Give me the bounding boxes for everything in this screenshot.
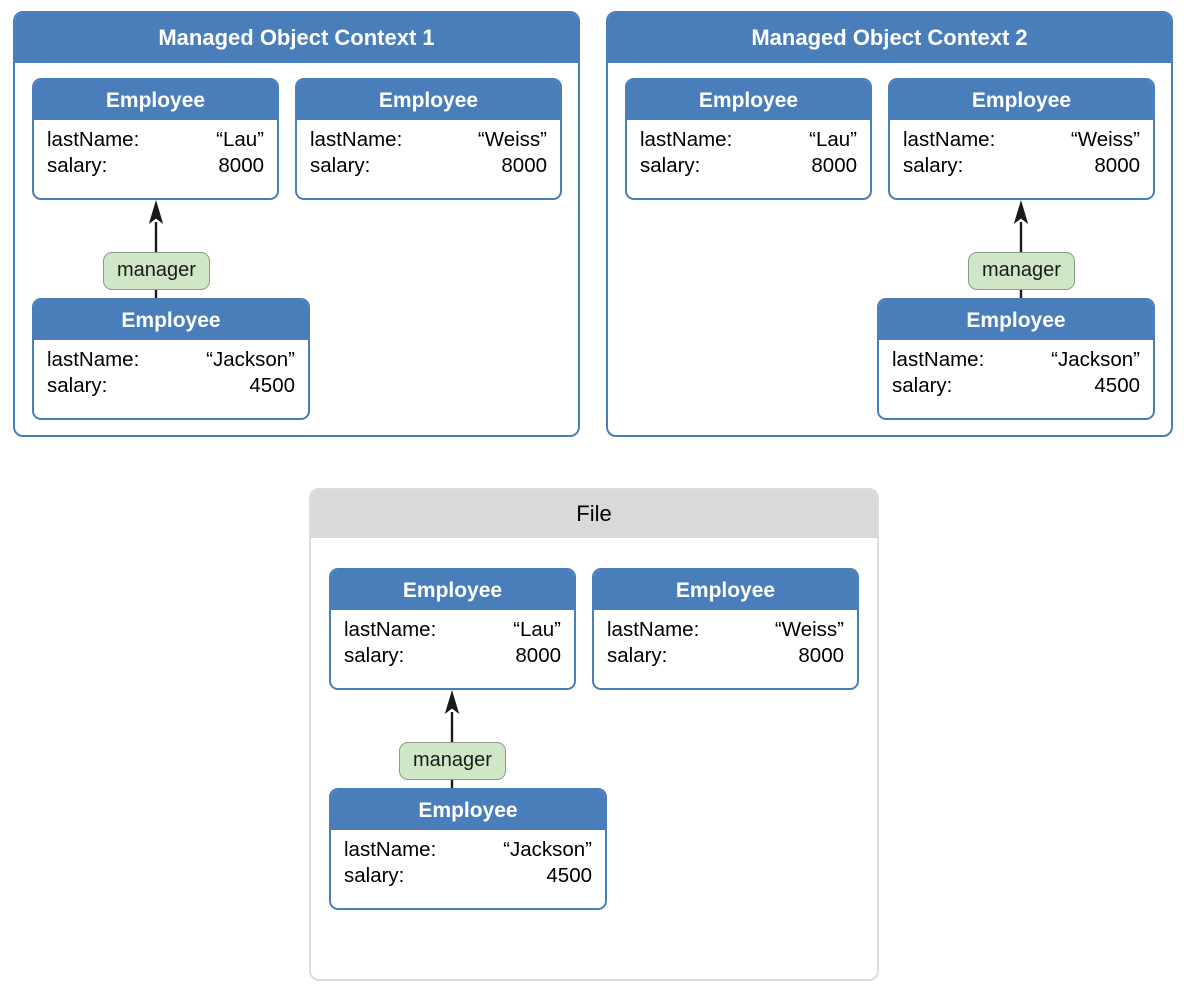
panel-managed-object-context-2: Managed Object Context 2 Employee lastNa… [606,11,1173,437]
entity-card-body: lastName: “Jackson” salary: 4500 [331,830,605,899]
attribute-row-lastname: lastName: “Jackson” [892,347,1140,373]
panel-title-context-1: Managed Object Context 1 [15,13,578,63]
attribute-key: lastName: [607,618,700,641]
attribute-key: lastName: [640,128,733,151]
attribute-row-lastname: lastName: “Weiss” [310,127,547,153]
entity-card-title: Employee [34,300,308,340]
entity-card-body: lastName: “Jackson” salary: 4500 [34,340,308,409]
entity-card-employee-weiss[interactable]: Employee lastName: “Weiss” salary: 8000 [295,78,562,200]
entity-card-body: lastName: “Lau” salary: 8000 [34,120,277,189]
attribute-key: lastName: [344,838,437,861]
attribute-key: lastName: [344,618,437,641]
attribute-row-salary: salary: 8000 [607,643,844,669]
attribute-value: “Weiss” [477,128,547,151]
entity-card-title: Employee [879,300,1153,340]
attribute-row-salary: salary: 8000 [640,153,857,179]
panel-body-context-2: Employee lastName: “Lau” salary: 8000 Em… [608,63,1171,435]
entity-card-employee-weiss[interactable]: Employee lastName: “Weiss” salary: 8000 [888,78,1155,200]
panel-body-context-1: Employee lastName: “Lau” salary: 8000 Em… [15,63,578,435]
attribute-value: 4500 [249,374,295,398]
attribute-value: 8000 [501,154,547,178]
entity-card-body: lastName: “Weiss” salary: 8000 [594,610,857,679]
attribute-row-lastname: lastName: “Jackson” [344,837,592,863]
attribute-key: lastName: [892,348,985,371]
panel-body-file: Employee lastName: “Lau” salary: 8000 Em… [311,538,877,979]
entity-card-employee-jackson[interactable]: Employee lastName: “Jackson” salary: 450… [877,298,1155,420]
entity-card-title: Employee [331,790,605,830]
attribute-value: “Lau” [513,618,561,641]
panel-title-file: File [311,490,877,538]
panel-managed-object-context-1: Managed Object Context 1 Employee lastNa… [13,11,580,437]
entity-card-body: lastName: “Jackson” salary: 4500 [879,340,1153,409]
entity-card-body: lastName: “Weiss” salary: 8000 [297,120,560,189]
attribute-value: 8000 [811,154,857,178]
attribute-key: lastName: [47,348,140,371]
entity-card-title: Employee [627,80,870,120]
entity-card-employee-weiss[interactable]: Employee lastName: “Weiss” salary: 8000 [592,568,859,690]
entity-card-body: lastName: “Weiss” salary: 8000 [890,120,1153,189]
attribute-value: “Lau” [809,128,857,151]
relationship-label-manager[interactable]: manager [968,252,1075,290]
entity-card-title: Employee [34,80,277,120]
entity-card-employee-jackson[interactable]: Employee lastName: “Jackson” salary: 450… [329,788,607,910]
attribute-value: “Jackson” [206,348,295,371]
attribute-value: “Jackson” [1051,348,1140,371]
panel-file: File Employee lastName: “Lau” salary: 80… [309,488,879,981]
entity-card-title: Employee [594,570,857,610]
attribute-row-salary: salary: 4500 [344,863,592,889]
attribute-row-salary: salary: 8000 [344,643,561,669]
attribute-row-salary: salary: 8000 [47,153,264,179]
entity-card-employee-lau[interactable]: Employee lastName: “Lau” salary: 8000 [625,78,872,200]
attribute-key: salary: [344,864,405,888]
attribute-value: 4500 [546,864,592,888]
attribute-value: “Weiss” [774,618,844,641]
attribute-key: salary: [344,644,405,668]
attribute-row-lastname: lastName: “Weiss” [607,617,844,643]
attribute-row-salary: salary: 4500 [47,373,295,399]
entity-card-title: Employee [331,570,574,610]
attribute-key: salary: [47,154,108,178]
attribute-row-lastname: lastName: “Weiss” [903,127,1140,153]
relationship-label-manager[interactable]: manager [103,252,210,290]
attribute-value: 8000 [798,644,844,668]
attribute-key: salary: [607,644,668,668]
attribute-value: 8000 [515,644,561,668]
entity-card-title: Employee [297,80,560,120]
attribute-value: “Jackson” [503,838,592,861]
attribute-row-salary: salary: 8000 [903,153,1140,179]
attribute-value: “Lau” [216,128,264,151]
entity-card-body: lastName: “Lau” salary: 8000 [331,610,574,679]
entity-card-employee-lau[interactable]: Employee lastName: “Lau” salary: 8000 [329,568,576,690]
attribute-row-salary: salary: 4500 [892,373,1140,399]
attribute-key: salary: [310,154,371,178]
entity-card-title: Employee [890,80,1153,120]
attribute-value: 8000 [1094,154,1140,178]
panel-title-context-2: Managed Object Context 2 [608,13,1171,63]
attribute-key: salary: [903,154,964,178]
attribute-key: lastName: [47,128,140,151]
attribute-row-lastname: lastName: “Lau” [344,617,561,643]
attribute-key: salary: [640,154,701,178]
attribute-key: lastName: [310,128,403,151]
entity-card-employee-lau[interactable]: Employee lastName: “Lau” salary: 8000 [32,78,279,200]
attribute-row-salary: salary: 8000 [310,153,547,179]
relationship-label-manager[interactable]: manager [399,742,506,780]
attribute-value: 8000 [218,154,264,178]
attribute-key: salary: [47,374,108,398]
attribute-row-lastname: lastName: “Jackson” [47,347,295,373]
entity-card-body: lastName: “Lau” salary: 8000 [627,120,870,189]
attribute-value: 4500 [1094,374,1140,398]
attribute-key: lastName: [903,128,996,151]
attribute-row-lastname: lastName: “Lau” [47,127,264,153]
attribute-row-lastname: lastName: “Lau” [640,127,857,153]
attribute-value: “Weiss” [1070,128,1140,151]
attribute-key: salary: [892,374,953,398]
entity-card-employee-jackson[interactable]: Employee lastName: “Jackson” salary: 450… [32,298,310,420]
